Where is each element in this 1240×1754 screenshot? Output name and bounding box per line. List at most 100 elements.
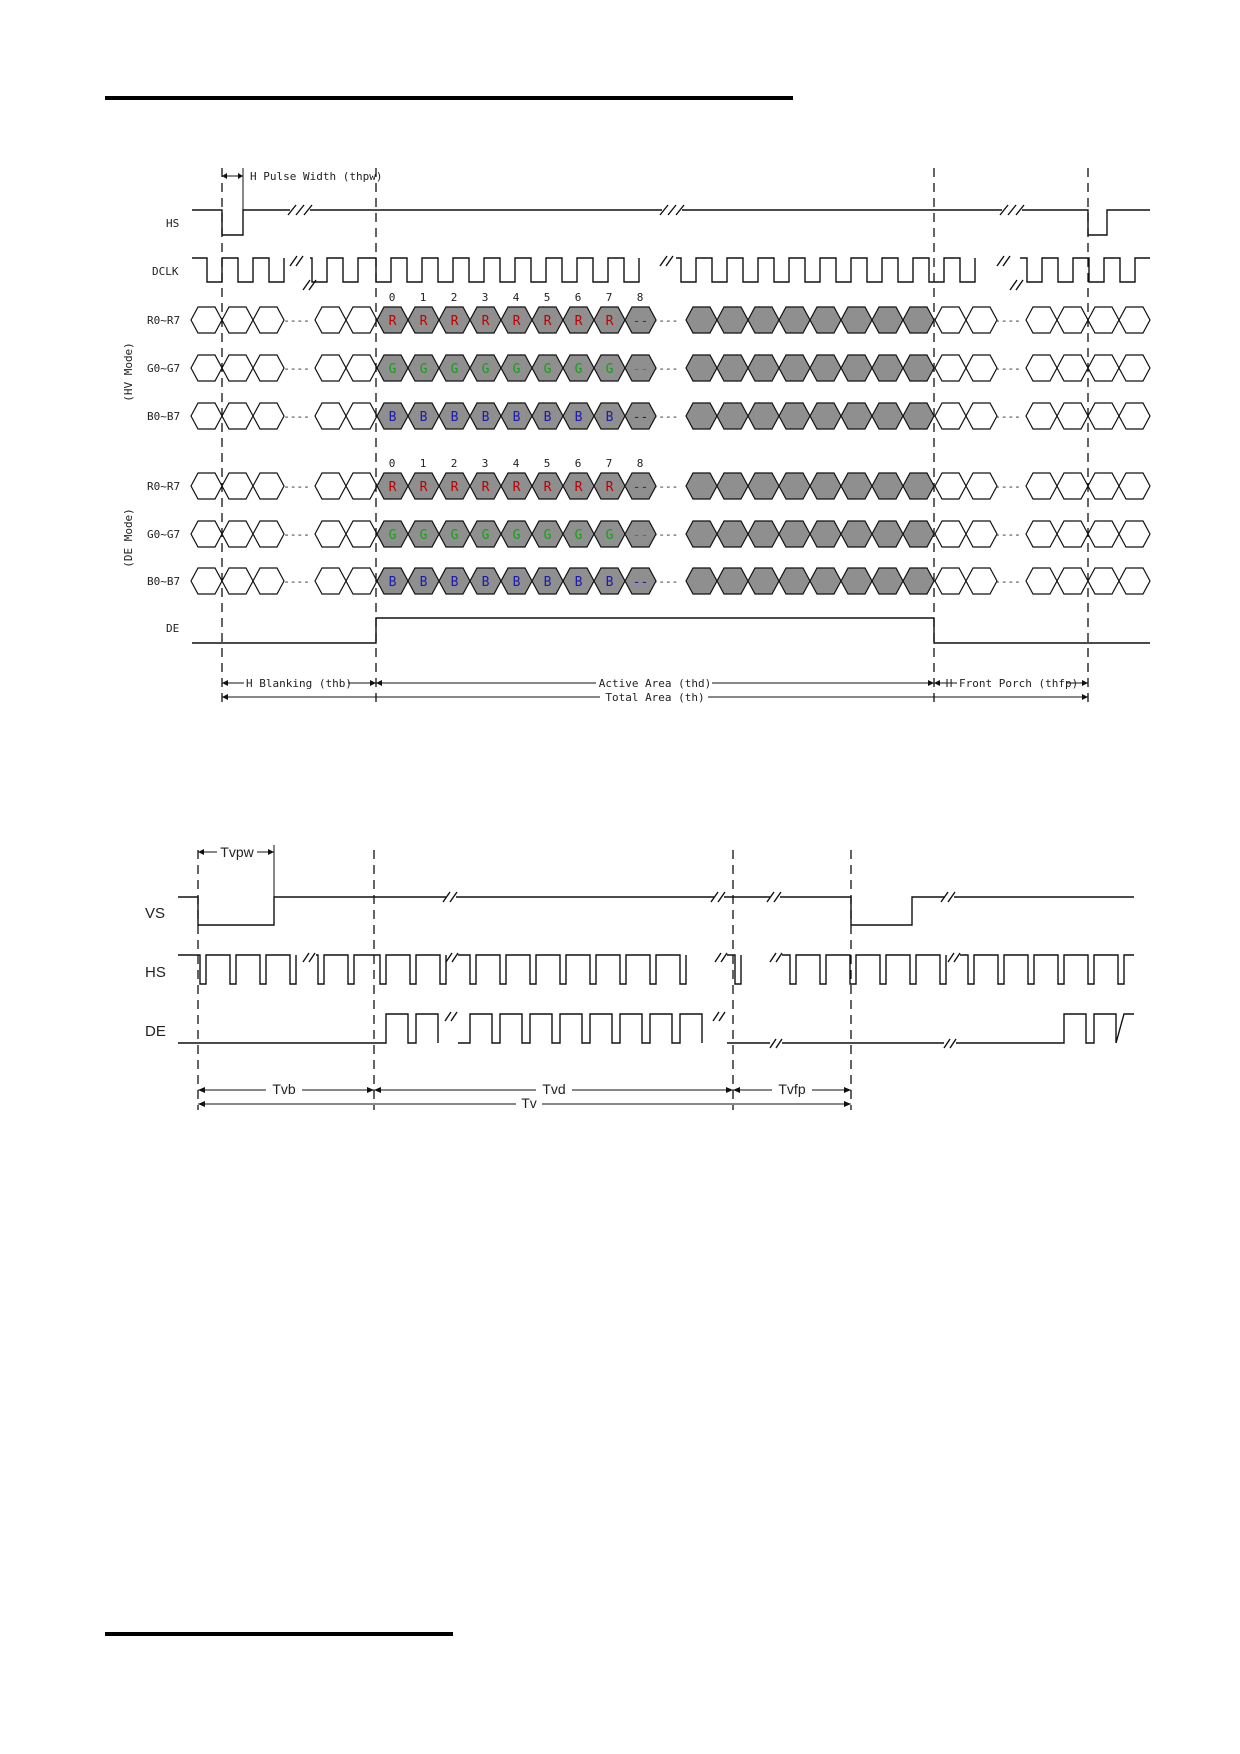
data-cell-letter: B [513,575,521,590]
blank-cell [1025,306,1058,334]
blank-cell [1056,306,1089,334]
data-cell-letter: R [482,480,490,495]
data-cell-letter: R [513,314,521,329]
blank-cell [965,472,998,500]
v-hs-break-marks [302,952,961,963]
data-cell [685,402,718,430]
data-cell [685,472,718,500]
pixel-index: 4 [513,291,520,304]
data-cell [685,567,718,595]
pixel-index: 3 [482,457,489,470]
blank-cell [345,520,378,548]
v-de-break-marks [444,1011,957,1049]
de-waveform [192,617,1150,644]
data-cell-letter: G [389,528,397,543]
data-cell [902,354,935,382]
pixel-index: 0 [389,291,396,304]
blank-cell [965,354,998,382]
horizontal-timing-diagram: HS DCLK R0~R7 G0~G7 B0~B7 R0~R7 G0~G7 B0… [122,168,1151,704]
data-cell [716,472,749,500]
data-cell [624,520,657,548]
v-segment-dimensions: Tvb Tvd Tvfp [198,1081,851,1097]
data-cell [840,567,873,595]
ellipsis: ---- [283,314,310,327]
data-cell [902,306,935,334]
h-blanking-label: H Blanking (thb) [246,677,352,690]
data-cell-letter: G [420,362,428,377]
blank-cell [221,520,254,548]
pixel-index: 4 [513,457,520,470]
data-cell-letter: R [606,314,614,329]
v-hs-waveform [178,954,1134,985]
pixel-index: 0 [389,457,396,470]
data-cell-letter: G [513,362,521,377]
hv-mode-label: (HV Mode) [122,342,135,402]
data-cell-letter: -- [633,528,649,543]
ellipsis: ---- [994,480,1021,493]
vs-waveform [178,896,1134,926]
ellipsis: ---- [283,528,310,541]
data-cell [902,520,935,548]
pixel-index: 8 [637,291,644,304]
data-cell-letter: B [451,575,459,590]
data-cell [685,306,718,334]
data-cell-letter: R [389,480,397,495]
dclk-signal-label: DCLK [152,265,179,278]
ellipsis: ---- [283,362,310,375]
tvd-label: Tvd [542,1081,565,1097]
data-cell [778,354,811,382]
blank-cell [190,354,223,382]
blank-cell [190,567,223,595]
blank-cell [1118,567,1151,595]
data-cell [624,567,657,595]
data-cell-letter: B [544,410,552,425]
data-cell [624,402,657,430]
pixel-index: 2 [451,457,458,470]
blank-cell [1087,567,1120,595]
blank-cell [1118,472,1151,500]
h-pulse-width-dimension: H Pulse Width (thpw) [222,168,382,210]
v-hs-signal-label: HS [145,964,166,981]
data-cell-letter: B [420,575,428,590]
hs-waveform [192,209,1150,236]
data-cell [840,306,873,334]
blank-cell [314,306,347,334]
dclk-waveform [192,257,1150,283]
pixel-index: 5 [544,457,551,470]
pixel-index: 6 [575,291,582,304]
data-cell-letter: B [420,410,428,425]
blank-cell [314,354,347,382]
ellipsis: ---- [994,362,1021,375]
blank-cell [934,472,967,500]
ellipsis: ---- [652,314,679,327]
vs-signal-label: VS [145,905,165,922]
blank-cell [1025,520,1058,548]
v-total-dimension: Tv [198,1095,851,1111]
data-cell [840,520,873,548]
data-cell-letter: G [606,528,614,543]
data-cell [716,402,749,430]
blank-cell [965,520,998,548]
blank-cell [345,472,378,500]
blank-cell [934,402,967,430]
blank-cell [1025,402,1058,430]
data-cell [747,472,780,500]
h-pulse-width-label: H Pulse Width (thpw) [250,170,382,183]
ellipsis: ---- [652,575,679,588]
data-cell [778,472,811,500]
h-total-dimension: Total Area (th) [222,690,1088,704]
blank-cell [1087,520,1120,548]
data-cell-letter: -- [633,314,649,329]
data-cell [624,472,657,500]
blank-cell [190,472,223,500]
blank-cell [1056,354,1089,382]
data-cell-letter: R [389,314,397,329]
dclk-break-marks [289,255,1024,291]
tvb-label: Tvb [272,1081,296,1097]
data-cell-letter: R [575,314,583,329]
